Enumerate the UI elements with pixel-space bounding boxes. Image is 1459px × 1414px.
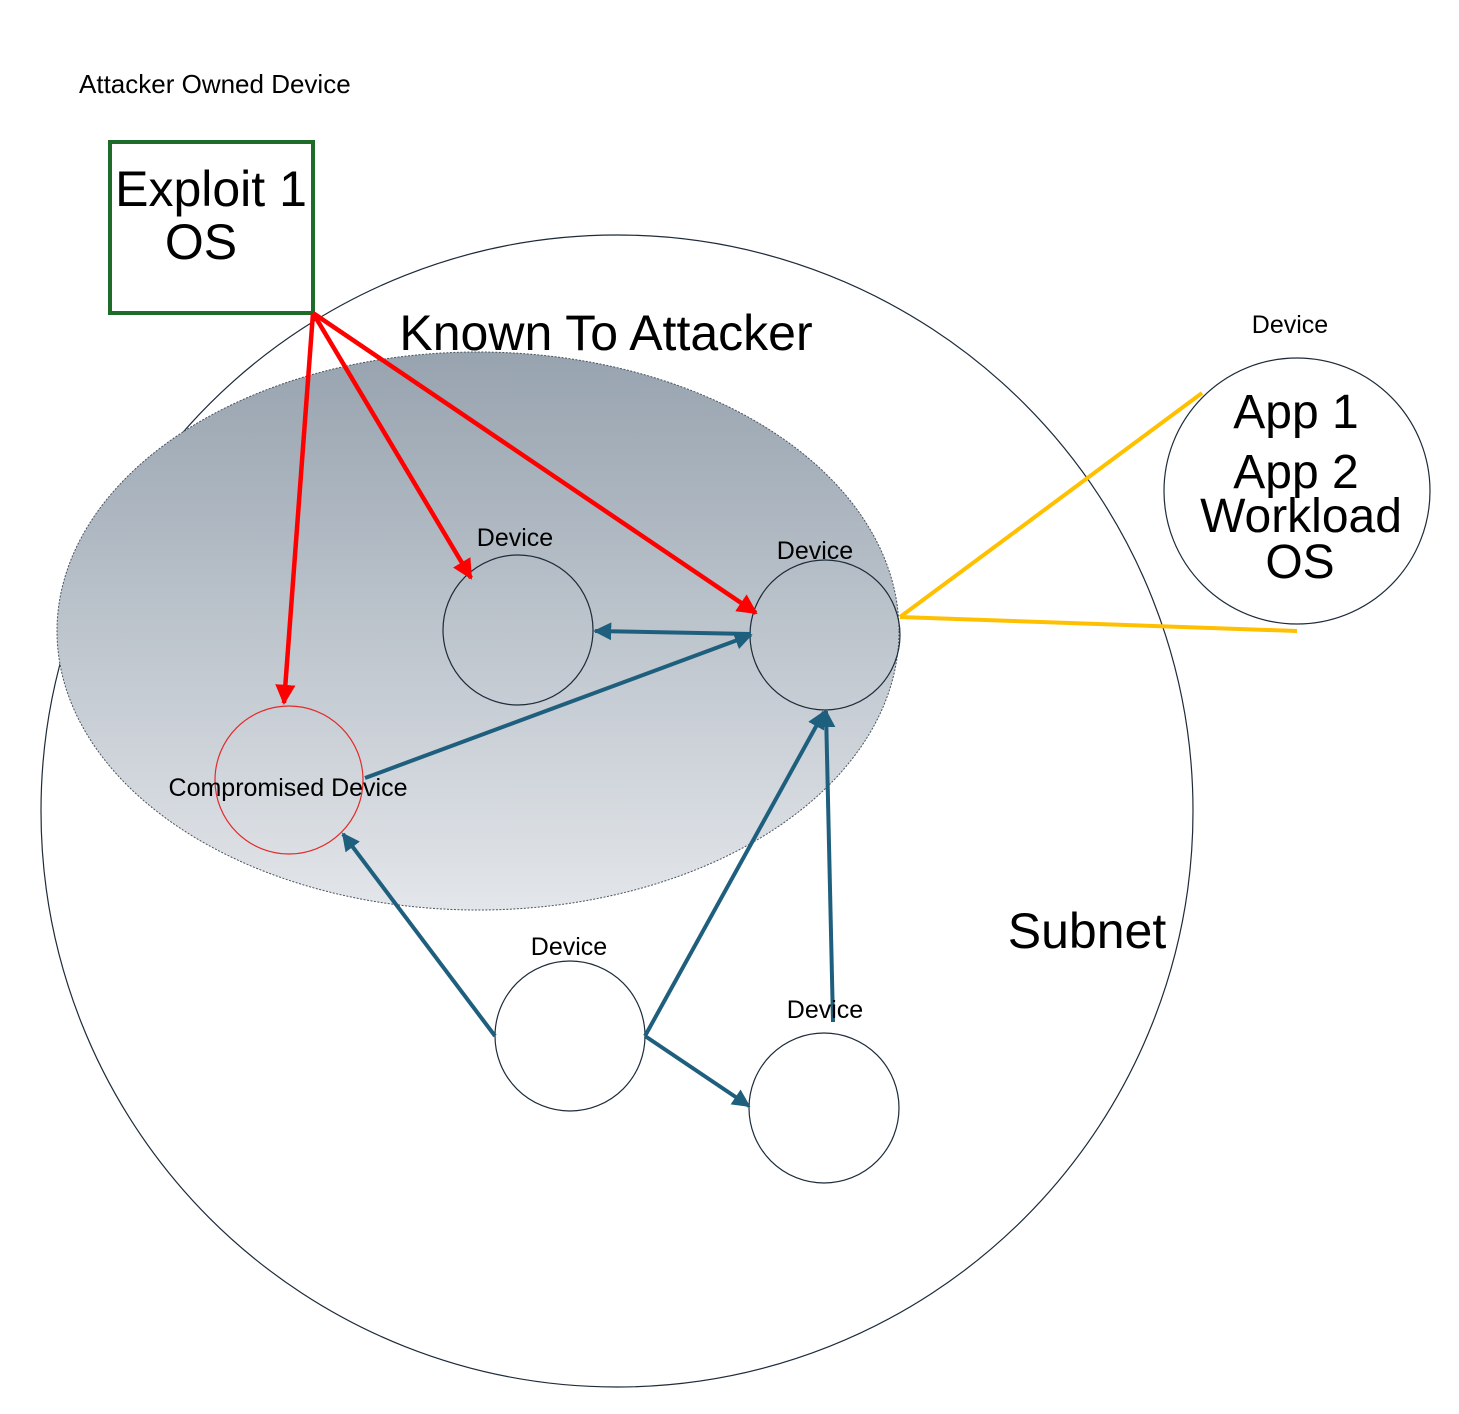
link-known-b-to-known-a [593, 622, 752, 641]
device-label-lower-b: Device [787, 996, 863, 1024]
detail-layer-workload: Workload [1200, 490, 1402, 543]
device-circle-lower-a [494, 960, 646, 1112]
attack-path-to-compromised [275, 312, 316, 706]
device-label-known-a: Device [477, 524, 553, 552]
device-label-detail: Device [1252, 311, 1328, 339]
link-lower-a-to-lower-b [643, 1034, 751, 1108]
compromised-device-label: Compromised Device [169, 774, 408, 802]
attacker-os-label: OS [165, 214, 237, 270]
device-circle-known-a [442, 554, 594, 706]
subnet-circle [40, 234, 1194, 1388]
device-label-lower-a: Device [531, 933, 607, 961]
detail-layer-app-1: App 1 [1233, 386, 1358, 439]
link-compromised-to-known-b [364, 632, 753, 780]
detail-layer-app-2: App 2 [1233, 446, 1358, 499]
device-label-known-b: Device [777, 537, 853, 565]
attack-path-to-known-a [311, 311, 473, 580]
attack-path-to-known-b [311, 311, 758, 615]
device-circle-lower-b [748, 1032, 900, 1184]
subnet-label: Subnet [1008, 903, 1167, 959]
link-lower-a-to-compromised [341, 832, 497, 1038]
known-to-attacker-label: Known To Attacker [399, 305, 812, 361]
link-lower-b-to-known-b [817, 709, 836, 1023]
attacker-owned-device-label: Attacker Owned Device [79, 69, 351, 99]
device-detail-circle [1163, 357, 1431, 625]
link-lower-a-to-known-b [643, 710, 826, 1037]
attacker-exploit-box [108, 140, 315, 315]
zoom-line-lower [899, 615, 1298, 633]
detail-layer-os: OS [1265, 536, 1334, 589]
known-to-attacker-zone [56, 351, 900, 911]
exploit-label: Exploit 1 [115, 161, 307, 217]
zoom-line-upper [898, 391, 1204, 619]
device-circle-compromised [214, 705, 364, 855]
